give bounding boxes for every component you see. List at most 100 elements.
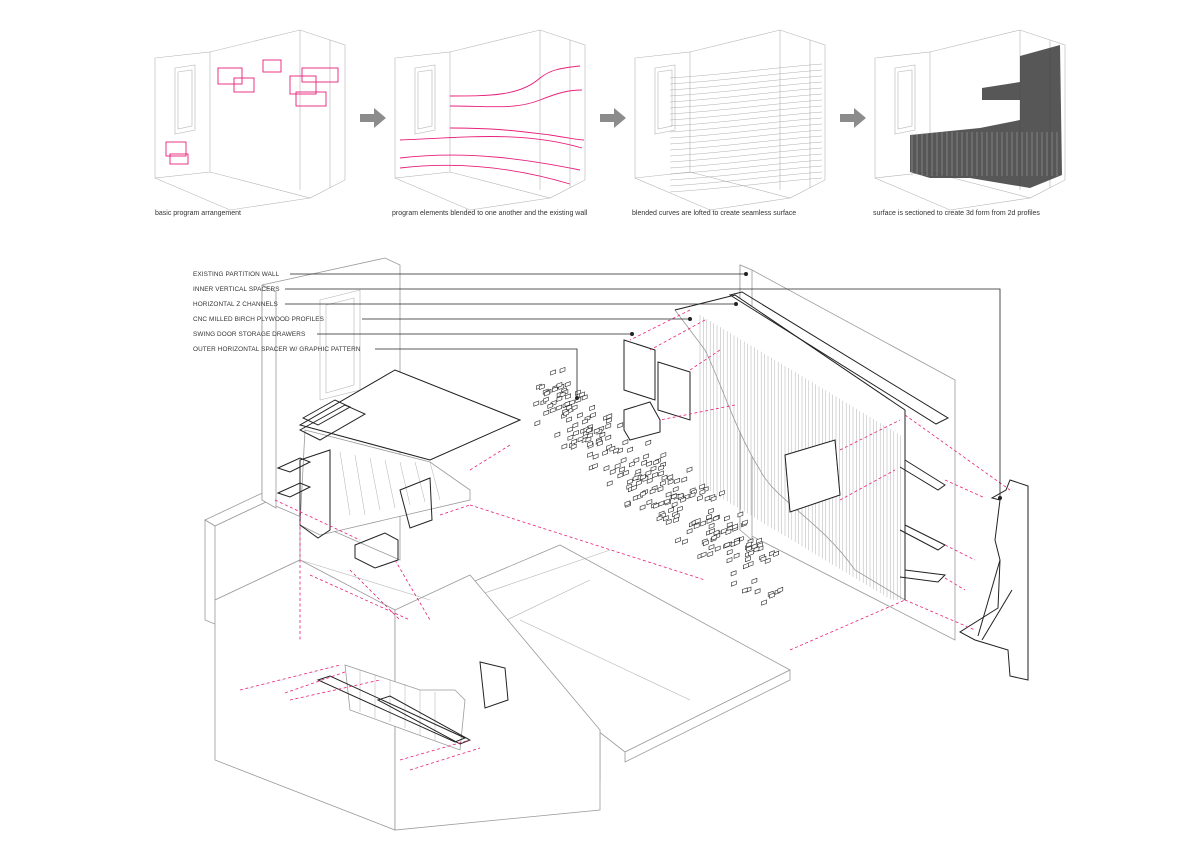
pattern-tile	[656, 515, 663, 522]
callout-cnc-milled-birch-plywood-profiles: CNC MILLED BIRCH PLYWOOD PROFILES	[193, 316, 324, 323]
pattern-tile	[677, 492, 684, 499]
pattern-tile	[658, 464, 665, 471]
pattern-tile	[724, 541, 731, 548]
pattern-tile	[686, 466, 693, 473]
pattern-tile	[650, 465, 657, 472]
program-box	[295, 91, 327, 107]
lofted-line	[669, 81, 823, 97]
pattern-tile	[593, 427, 600, 434]
pattern-tile	[696, 494, 703, 502]
pattern-tile	[534, 420, 541, 427]
pattern-tile	[645, 469, 652, 477]
program-box	[169, 153, 189, 165]
pattern-tile	[571, 438, 577, 445]
pattern-tile	[574, 389, 581, 396]
lofted-line	[669, 99, 823, 115]
pattern-tile	[547, 402, 554, 409]
leader-dot-cnc-plywood	[688, 317, 692, 321]
pattern-tile	[673, 513, 680, 520]
blended-curve	[449, 65, 581, 97]
window	[174, 64, 196, 135]
pattern-tile	[661, 474, 668, 481]
pattern-tile	[538, 383, 545, 391]
pattern-tile	[671, 493, 677, 500]
program-box	[233, 77, 255, 93]
pattern-tile	[643, 453, 649, 460]
window	[654, 64, 676, 135]
pattern-tile	[705, 513, 712, 521]
pattern-tile	[746, 545, 752, 552]
pattern-tile	[571, 404, 578, 411]
pattern-tile	[592, 453, 599, 460]
pattern-tile	[707, 550, 714, 558]
lofted-line	[669, 87, 823, 103]
lofted-line	[669, 117, 823, 133]
pattern-tile	[742, 562, 749, 570]
blended-curve	[399, 136, 583, 149]
pattern-tile	[620, 457, 627, 464]
pattern-tile	[556, 395, 563, 402]
pattern-tile	[552, 386, 558, 393]
pattern-tile	[549, 407, 556, 414]
lofted-line	[669, 147, 823, 163]
pattern-tile	[664, 498, 670, 505]
room-left-wall	[154, 51, 211, 179]
program-box	[262, 59, 282, 73]
pattern-tile	[649, 488, 656, 495]
pattern-tile	[632, 475, 639, 482]
pattern-tile	[658, 470, 664, 477]
lofted-line	[669, 69, 823, 85]
pattern-tile	[599, 431, 606, 438]
pattern-tile	[659, 480, 666, 487]
leader-dot-existing-partition-wall	[744, 272, 748, 276]
pattern-tile	[751, 577, 758, 585]
pattern-tile	[627, 446, 634, 453]
pattern-tile	[543, 396, 549, 403]
pattern-tile	[582, 418, 588, 425]
callouts: EXISTING PARTITION WALL INNER VERTICAL S…	[193, 271, 1002, 500]
pattern-tile	[707, 507, 714, 515]
pattern-tile	[726, 549, 733, 556]
pattern-tile	[556, 381, 563, 389]
lofted-line	[669, 177, 823, 193]
pattern-tile	[573, 429, 579, 437]
room-floor-edge	[154, 177, 311, 211]
pattern-tile	[609, 468, 616, 475]
pattern-tile	[777, 586, 784, 594]
inner-vertical-spacer-profile	[959, 479, 1029, 681]
pattern-tile	[747, 560, 754, 568]
room-back-wall	[449, 29, 586, 199]
pattern-tile	[732, 523, 739, 530]
pattern-tile	[567, 434, 574, 441]
pattern-tile	[623, 469, 629, 477]
lofted-line	[669, 165, 823, 181]
pattern-tile	[577, 436, 584, 443]
pattern-tile	[708, 522, 715, 530]
pattern-tile	[567, 426, 574, 433]
pattern-tile	[556, 404, 562, 411]
pattern-tile	[658, 500, 665, 507]
pattern-tile	[761, 599, 767, 606]
pattern-tile	[613, 447, 619, 454]
room-wall-edges	[299, 30, 331, 190]
lofted-line	[669, 123, 823, 139]
lofted-line	[669, 111, 823, 127]
pattern-tile	[773, 550, 780, 557]
room-wall-edges	[539, 30, 571, 190]
pattern-tile	[550, 369, 556, 376]
pattern-tile	[639, 504, 646, 511]
leader-dot-outer-horizontal-spacer	[575, 396, 579, 400]
pattern-tile	[624, 500, 631, 507]
pattern-tile	[730, 580, 737, 587]
pattern-tile	[587, 451, 593, 458]
pattern-tile	[579, 391, 585, 398]
pattern-tile	[617, 472, 624, 479]
outer-horizontal-spacer-pattern	[533, 366, 784, 606]
pattern-tile	[653, 502, 660, 509]
pattern-tile	[559, 366, 566, 374]
room-wall-edges	[779, 30, 811, 190]
lofted-line	[669, 63, 823, 79]
pattern-tile	[706, 517, 713, 524]
lofted-line	[669, 135, 823, 151]
